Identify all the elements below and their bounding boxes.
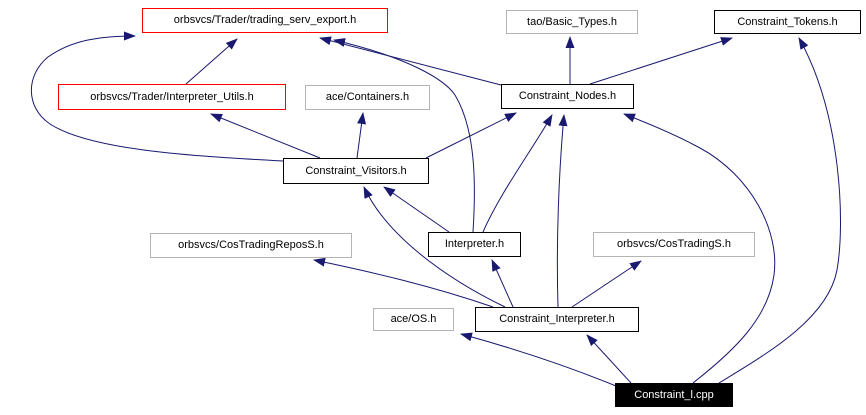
edge-visitors-to-trading-serv-export xyxy=(30,31,284,162)
node-constraint-visitors[interactable]: Constraint_Visitors.h xyxy=(283,158,429,184)
node-containers: ace/Containers.h xyxy=(305,85,430,110)
edge-constraint-interpreter-to-costradingreposs xyxy=(313,257,494,308)
node-constraint-interpreter[interactable]: Constraint_Interpreter.h xyxy=(475,307,639,332)
node-trading-serv-export[interactable]: orbsvcs/Trader/trading_serv_export.h xyxy=(142,8,388,33)
node-interpreter[interactable]: Interpreter.h xyxy=(428,232,521,257)
node-constraint-nodes[interactable]: Constraint_Nodes.h xyxy=(501,84,634,109)
edge-constraint-l-cpp-to-constraint-interpreter xyxy=(586,334,632,384)
node-constraint-tokens[interactable]: Constraint_Tokens.h xyxy=(714,10,861,34)
edge-constraint-interpreter-to-constraint-nodes xyxy=(556,114,568,308)
node-costradingreposs: orbsvcs/CosTradingReposS.h xyxy=(150,233,352,258)
edge-constraint-interpreter-to-interpreter xyxy=(491,259,514,308)
node-constraint-l-cpp[interactable]: Constraint_l.cpp xyxy=(615,383,733,407)
edge-constraint-l-cpp-to-constraint-tokens xyxy=(718,37,841,384)
edge-constraint-nodes-to-constraint-tokens xyxy=(589,37,733,85)
edge-visitors-to-containers xyxy=(356,112,367,159)
edge-visitors-to-constraint-nodes xyxy=(425,112,517,159)
edge-constraint-l-cpp-to-constraint-nodes xyxy=(623,113,776,384)
node-ace-os: ace/OS.h xyxy=(373,308,454,331)
node-interpreter-utils[interactable]: orbsvcs/Trader/Interpreter_Utils.h xyxy=(58,84,286,110)
node-costradings: orbsvcs/CosTradingS.h xyxy=(593,232,755,257)
edge-interpreter-to-constraint-nodes xyxy=(482,114,553,233)
edge-constraint-nodes-to-trading-serv-export xyxy=(319,36,502,86)
edge-interpreter-utils-to-trading-serv-export xyxy=(185,38,238,85)
node-basic-types: tao/Basic_Types.h xyxy=(506,10,638,34)
edge-constraint-l-cpp-to-ace-os xyxy=(460,332,617,387)
edge-visitors-to-interpreter-utils xyxy=(210,113,321,159)
edge-interpreter-to-trading-serv-export xyxy=(333,38,475,233)
edge-constraint-interpreter-to-visitors xyxy=(363,186,506,308)
edge-constraint-interpreter-to-costradings xyxy=(571,260,642,308)
edge-interpreter-to-visitors xyxy=(383,186,450,233)
